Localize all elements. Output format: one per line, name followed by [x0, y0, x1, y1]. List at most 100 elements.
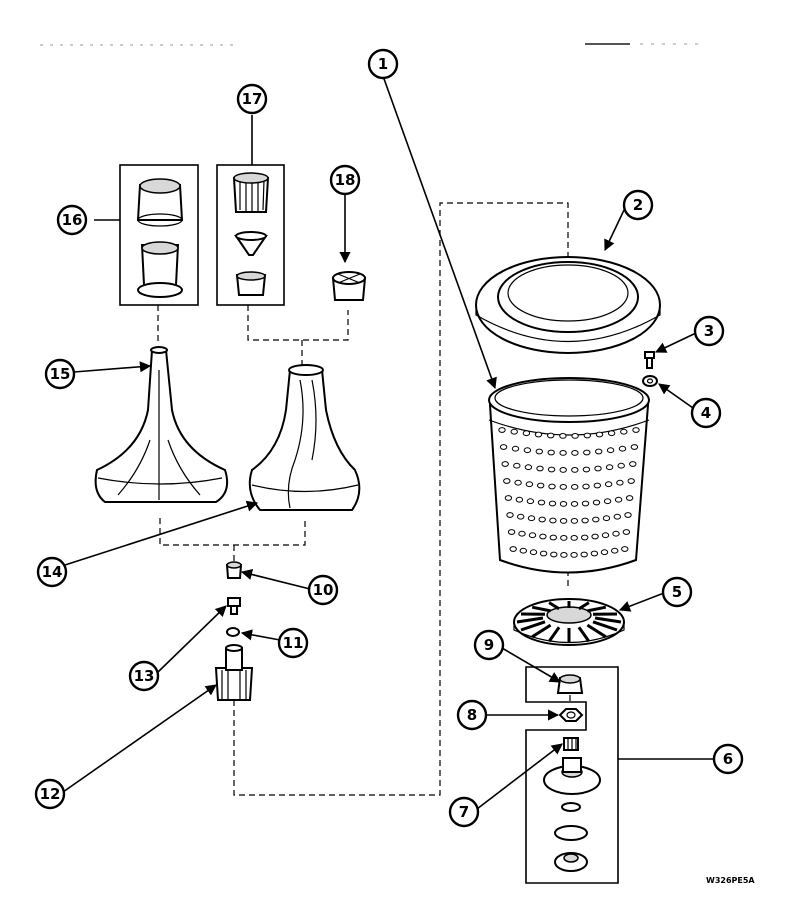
part-3-screw — [645, 352, 654, 368]
callout-number: 12 — [40, 785, 61, 803]
perforation-hole — [572, 485, 578, 490]
callout-1: 1 — [369, 50, 397, 78]
callout-number: 9 — [484, 636, 494, 654]
perforation-hole — [630, 462, 636, 467]
part-10-cap — [227, 562, 241, 578]
callout-number: 4 — [701, 404, 711, 422]
perforation-hole — [524, 448, 530, 453]
perforation-hole — [622, 547, 628, 552]
perforation-hole — [614, 514, 620, 519]
callout-number: 6 — [723, 750, 733, 768]
perforation-hole — [561, 553, 567, 558]
reference-code: W326PE5A — [706, 876, 755, 885]
callout-number: 18 — [335, 171, 356, 189]
perforation-hole — [623, 530, 629, 535]
perforation-hole — [549, 501, 555, 506]
callout-number: 14 — [42, 563, 63, 581]
perforation-hole — [560, 485, 566, 490]
callout-7: 7 — [450, 798, 478, 826]
perforation-hole — [618, 463, 624, 468]
perforation-hole — [572, 434, 578, 439]
perforation-hole — [607, 448, 613, 453]
part-16-fabric-softener-cap — [138, 179, 182, 297]
part-17-dispenser-parts — [234, 173, 268, 295]
perforation-hole — [633, 428, 639, 433]
perforation-hole — [584, 433, 590, 438]
perforation-hole — [581, 552, 587, 557]
perforation-hole — [536, 449, 542, 454]
perforation-hole — [591, 551, 597, 556]
perforation-hole — [619, 446, 625, 451]
perforation-hole — [604, 499, 610, 504]
perforation-hole — [518, 514, 524, 519]
perforation-hole — [628, 479, 634, 484]
callout-number: 7 — [459, 803, 469, 821]
perforation-hole — [548, 450, 554, 455]
perforation-hole — [550, 535, 556, 540]
callout-6: 6 — [714, 745, 742, 773]
perforation-hole — [504, 479, 510, 484]
perforation-hole — [538, 500, 544, 505]
perforation-hole — [615, 497, 621, 502]
perforation-hole — [512, 446, 518, 451]
perforation-hole — [605, 482, 611, 487]
perforation-hole — [540, 551, 546, 556]
perforation-hole — [530, 550, 536, 555]
callout-9: 9 — [475, 631, 503, 659]
callout-number: 8 — [467, 706, 477, 724]
perforation-hole — [595, 466, 601, 471]
perforation-hole — [499, 428, 505, 433]
perforation-hole — [593, 517, 599, 522]
perforation-hole — [621, 429, 627, 434]
perforation-hole — [584, 450, 590, 455]
callout-number: 17 — [242, 90, 263, 108]
perforation-hole — [560, 434, 566, 439]
callout-8: 8 — [458, 701, 486, 729]
perforation-hole — [608, 431, 614, 436]
perforation-hole — [507, 513, 513, 518]
callout-number: 11 — [283, 634, 304, 652]
perforation-hole — [593, 500, 599, 505]
part-11-washer — [227, 628, 239, 636]
perforation-hole — [583, 484, 589, 489]
callout-number: 13 — [134, 667, 155, 685]
perforation-hole — [560, 468, 566, 473]
perforation-hole — [625, 513, 631, 518]
perforation-hole — [548, 467, 554, 472]
perforation-hole — [500, 445, 506, 450]
perforation-hole — [596, 432, 602, 437]
perforation-hole — [571, 519, 577, 524]
perforation-hole — [539, 517, 545, 522]
perforation-hole — [571, 502, 577, 507]
part-6-assembly — [544, 758, 600, 871]
perforation-hole — [606, 465, 612, 470]
perforation-hole — [596, 449, 602, 454]
perforation-hole — [561, 536, 567, 541]
perforation-hole — [602, 533, 608, 538]
perforation-hole — [523, 431, 529, 436]
perforation-hole — [572, 451, 578, 456]
callout-number: 10 — [313, 581, 334, 599]
callout-number: 3 — [704, 322, 714, 340]
perforation-hole — [516, 497, 522, 502]
perforation-hole — [592, 534, 598, 539]
header-marks — [40, 44, 700, 45]
perforation-hole — [582, 535, 588, 540]
perforation-hole — [549, 484, 555, 489]
perforation-hole — [572, 468, 578, 473]
perforation-hole — [583, 467, 589, 472]
perforation-hole — [550, 518, 556, 523]
perforation-hole — [582, 501, 588, 506]
perforation-hole — [514, 463, 520, 468]
perforation-hole — [603, 516, 609, 521]
callout-3: 3 — [695, 317, 723, 345]
perforation-hole — [527, 499, 533, 504]
callout-4: 4 — [692, 399, 720, 427]
callout-15: 15 — [46, 360, 74, 388]
callout-number: 16 — [62, 211, 83, 229]
perforation-hole — [548, 433, 554, 438]
perforation-hole — [626, 496, 632, 501]
callout-11: 11 — [279, 629, 307, 657]
